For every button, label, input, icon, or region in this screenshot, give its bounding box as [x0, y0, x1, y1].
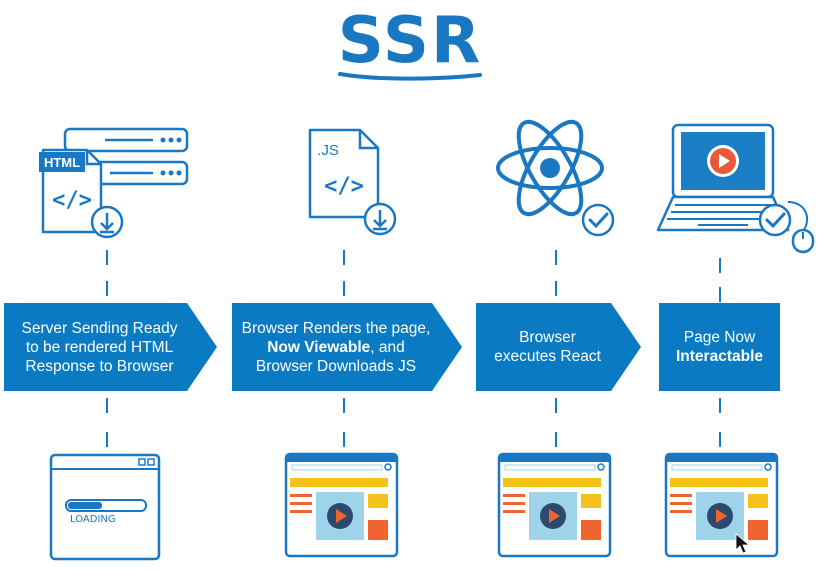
stage-4-banner: Page Now Interactable — [659, 303, 780, 391]
title-underline — [338, 72, 482, 81]
stage-2-text: Browser Renders the page, Now Viewable, … — [241, 319, 431, 375]
laptop-play-check-icon — [656, 123, 815, 254]
webpage-video-cursor-icon — [664, 452, 779, 558]
stage-4-text: Page Now Interactable — [675, 329, 763, 365]
stage-2-banner: Browser Renders the page, Now Viewable, … — [232, 303, 462, 391]
js-file-download-icon: .JS </> — [308, 128, 397, 236]
loading-label: LOADING — [70, 514, 116, 525]
webpage-video-icon — [284, 452, 399, 558]
js-file-label: .JS — [317, 142, 339, 159]
stage-3-text: Browser executes React — [494, 329, 601, 365]
svg-text:</>: </> — [52, 188, 92, 213]
loading-browser-icon: LOADING — [49, 453, 161, 561]
stage-1-text: Server Sending Ready to be rendered HTML… — [21, 319, 178, 375]
react-atom-check-icon — [496, 119, 615, 237]
html-file-server-download-icon: HTML </> — [39, 127, 189, 239]
page-title: SSR — [337, 4, 483, 78]
mouse-cursor-icon — [735, 533, 751, 554]
html-file-label: HTML — [44, 155, 80, 170]
svg-text:</>: </> — [324, 174, 364, 199]
stage-1-banner: Server Sending Ready to be rendered HTML… — [4, 303, 217, 391]
stage-3-banner: Browser executes React — [476, 303, 641, 391]
webpage-video-icon — [497, 452, 612, 558]
